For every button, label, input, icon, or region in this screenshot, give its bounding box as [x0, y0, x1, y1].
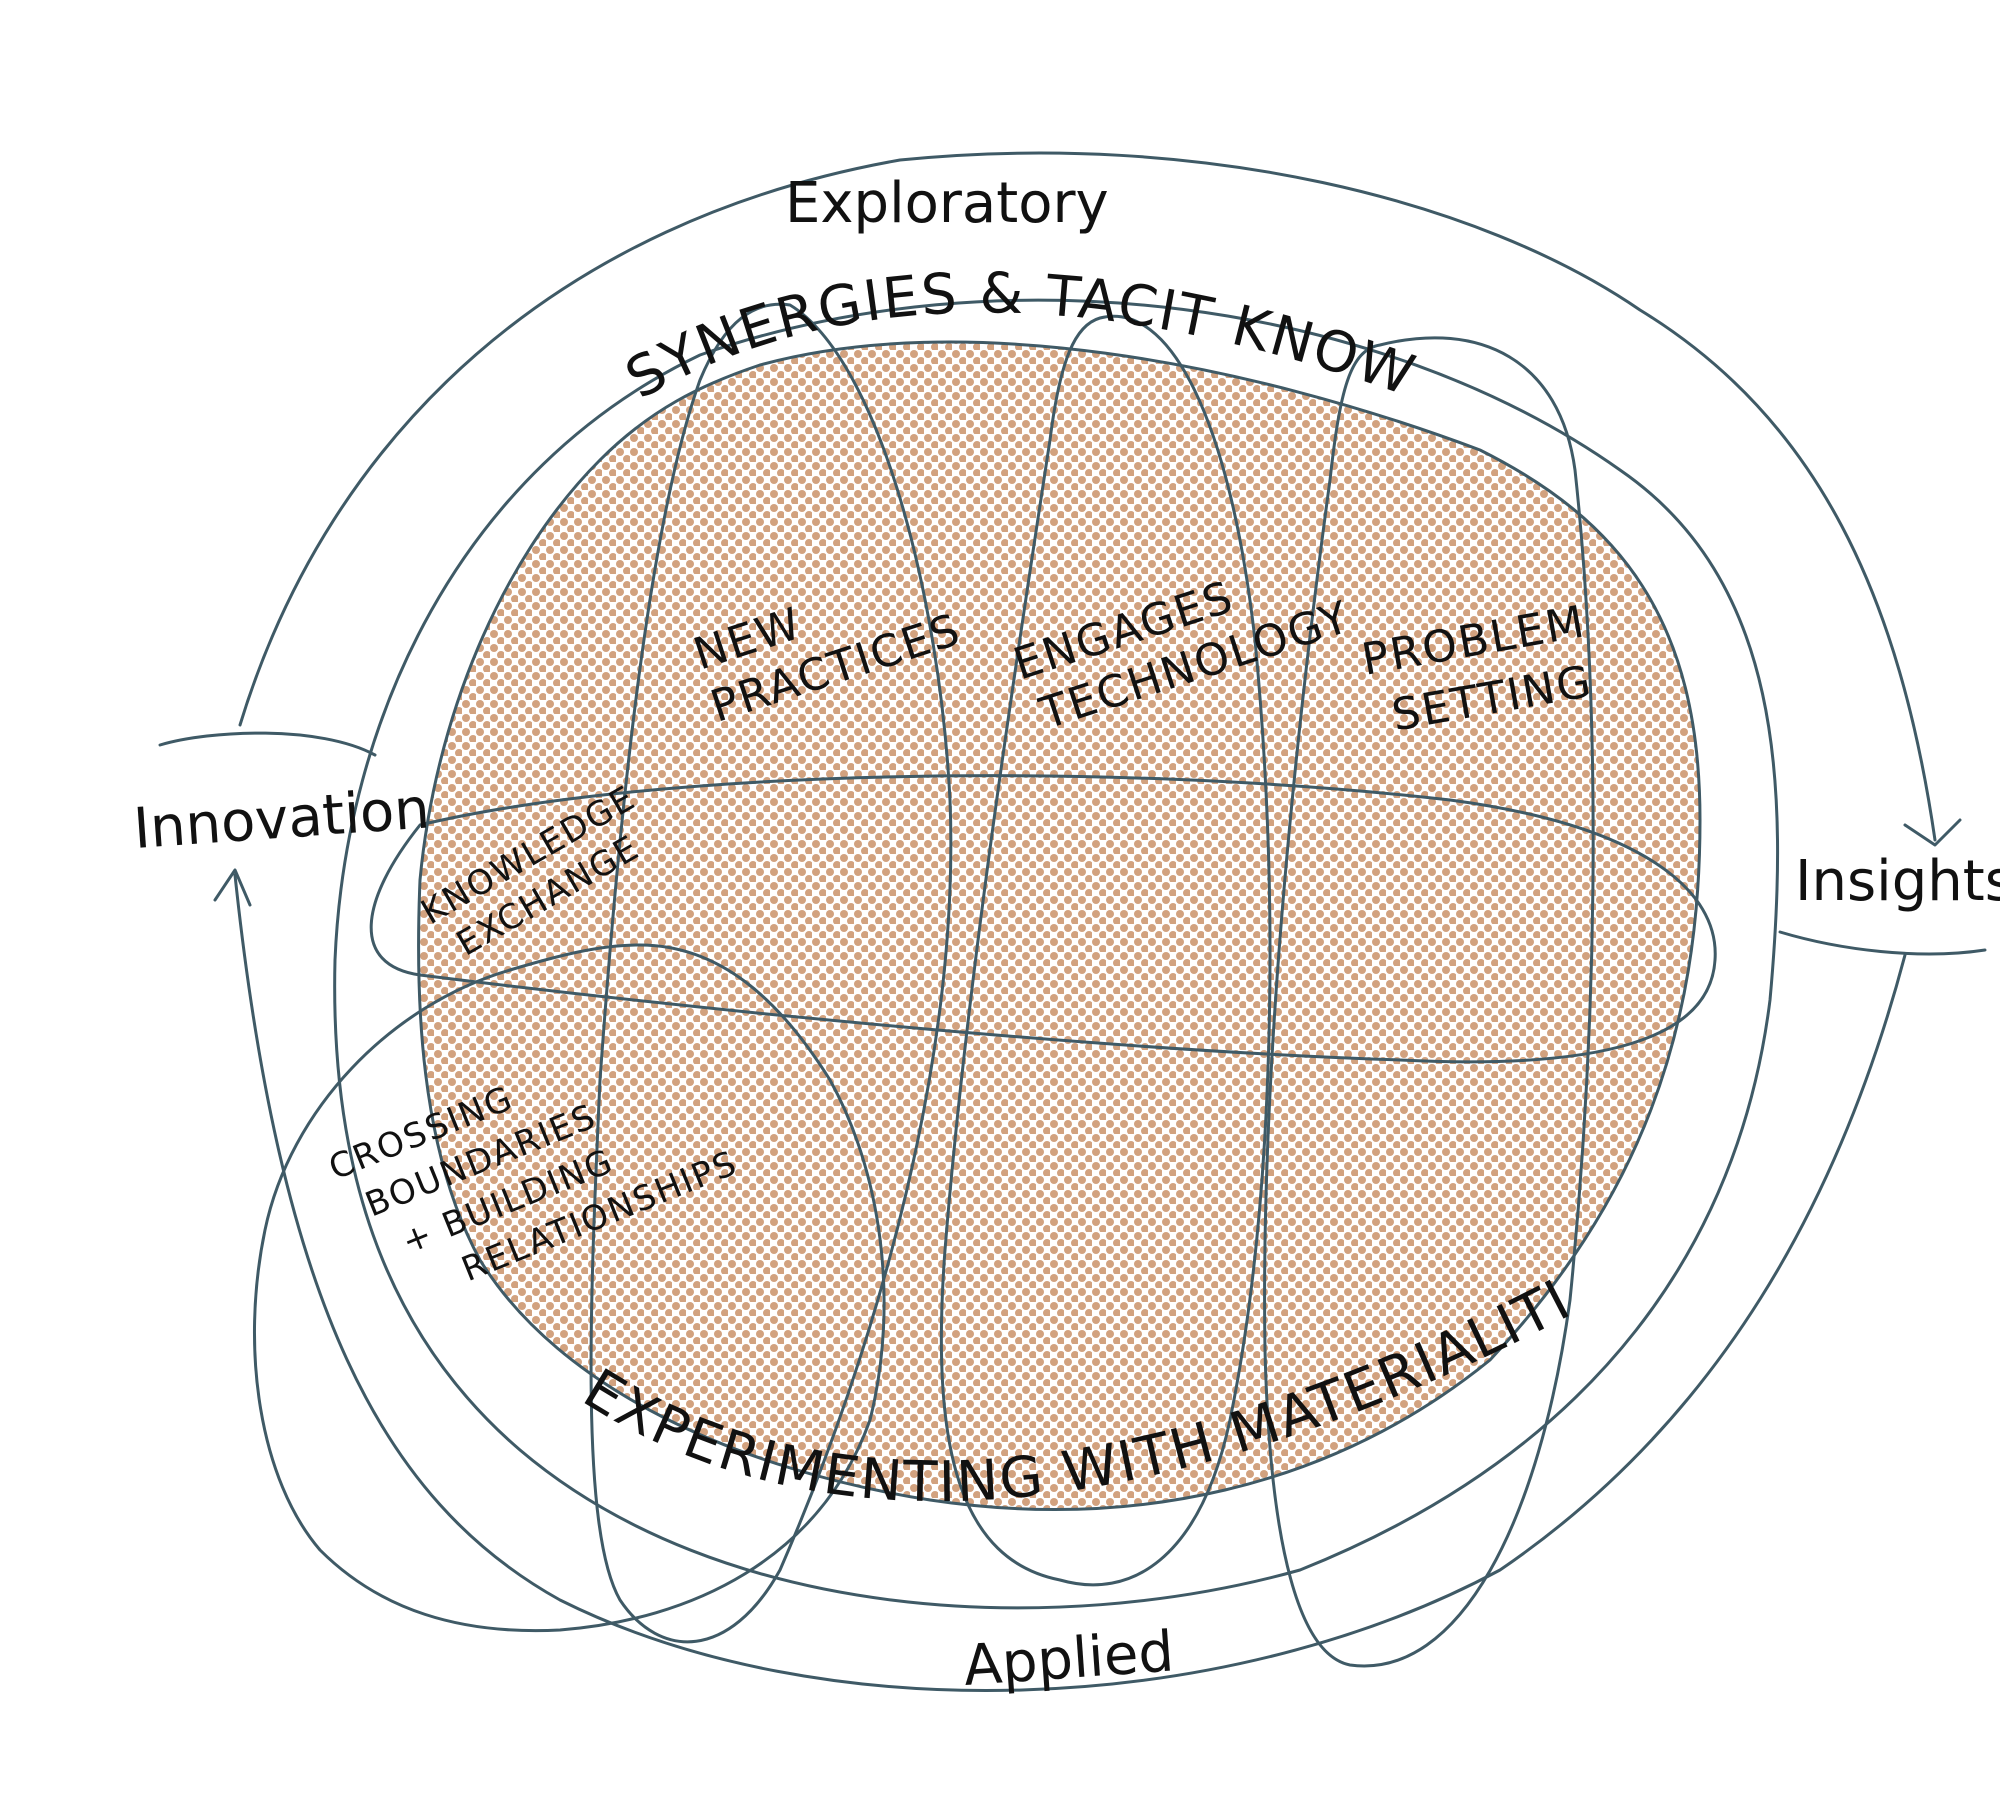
innovation-bracket — [158, 731, 377, 757]
outer-cycle-loop-bottom — [233, 873, 1907, 1693]
inner-ellipse — [417, 340, 1702, 1511]
vertical-loop-problem-setting — [1263, 336, 1595, 1668]
middle-ellipse — [333, 298, 1780, 1610]
central-dotted-region — [418, 342, 1700, 1510]
vertical-loop-engages-technology — [939, 314, 1272, 1587]
arc-synergies-tacit-knowledge: SYNERGIES & TACIT KNOWLEDGE — [0, 0, 1424, 412]
outer-cycle-loop — [238, 151, 1937, 842]
arc-top-text: SYNERGIES & TACIT KNOWLEDGE — [0, 0, 1422, 412]
label-insights: Insights — [1795, 849, 2000, 914]
horizontal-loop-knowledge-exchange — [369, 774, 1717, 1064]
left-arrowhead-icon — [213, 868, 252, 907]
label-applied: Applied — [961, 1619, 1176, 1699]
insights-bracket — [1778, 930, 1987, 956]
label-innovation: Innovation — [131, 776, 431, 862]
right-arrowhead-icon — [1903, 818, 1962, 847]
label-exploratory: Exploratory — [785, 171, 1109, 236]
loop-crossing-boundaries — [253, 943, 886, 1633]
